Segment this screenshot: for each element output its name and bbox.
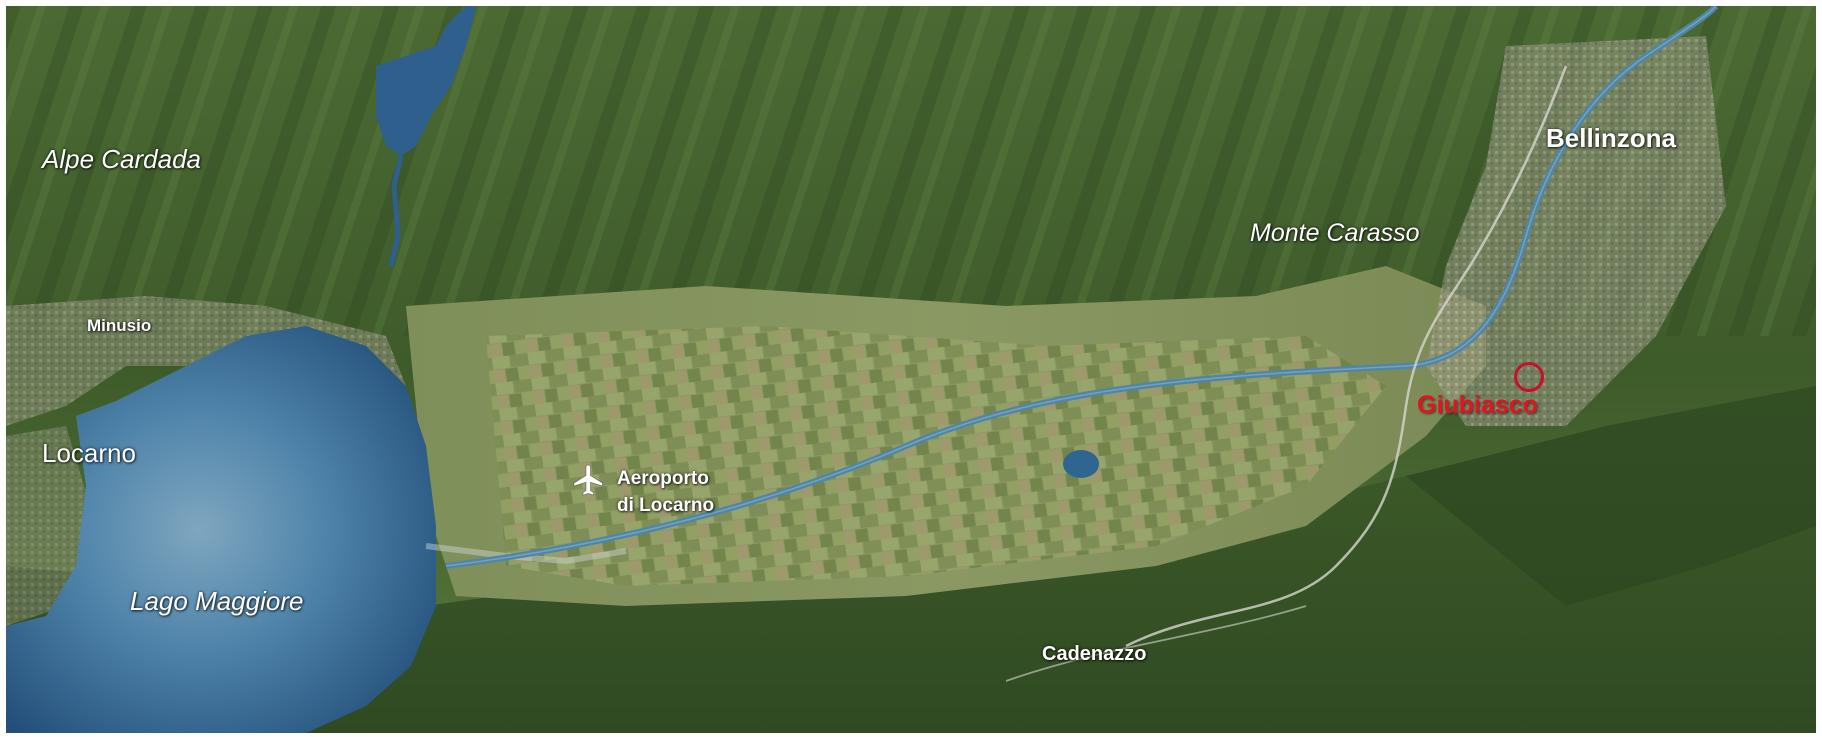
label-aeroporto-line2: di Locarno	[617, 495, 715, 516]
label-minusio: Minusio	[87, 316, 152, 335]
airplane-icon	[571, 462, 607, 498]
terrain-layer	[6, 6, 1816, 733]
location-marker-circle	[1514, 362, 1544, 392]
label-bellinzona: Bellinzona	[1546, 123, 1677, 153]
label-monte-carasso: Monte Carasso	[1250, 219, 1420, 247]
label-alpe-cardada: Alpe Cardada	[42, 144, 201, 174]
label-aeroporto-line1: Aeroporto	[617, 468, 709, 489]
satellite-map: Alpe Cardada Minusio Locarno Lago Maggio…	[6, 6, 1816, 733]
label-locarno: Locarno	[42, 438, 136, 468]
label-cadenazzo: Cadenazzo	[1042, 643, 1147, 665]
label-giubiasco: Giubiasco	[1417, 391, 1538, 419]
label-lago-maggiore: Lago Maggiore	[130, 586, 304, 616]
